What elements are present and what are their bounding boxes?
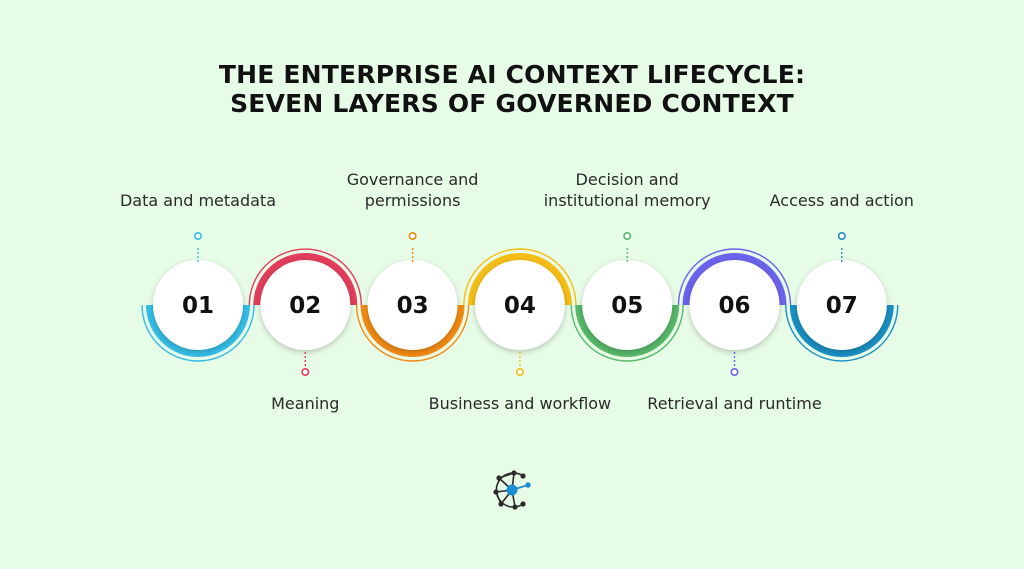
step-arc [467, 253, 572, 306]
step-connector-dot [408, 232, 417, 241]
step-label-04: Business and workflow [400, 393, 640, 414]
step-arc [682, 253, 787, 306]
step-number: 04 [504, 293, 536, 319]
step-label-line: Access and action [769, 191, 914, 210]
step-label-03: Governance and permissions [293, 169, 533, 211]
step-04: 04 [463, 248, 577, 376]
step-07: 07 [785, 232, 899, 362]
network-c-logo-icon [493, 470, 531, 510]
step-03: 03 [355, 232, 470, 362]
step-circle [582, 260, 673, 350]
step-05: 05 [570, 232, 684, 362]
step-circle [689, 260, 780, 350]
step-arc-outline [677, 248, 792, 306]
step-label-01: Data and metadata [78, 190, 318, 211]
step-connector-dot [623, 232, 632, 241]
step-number: 02 [289, 293, 321, 319]
step-01: 01 [141, 232, 255, 362]
step-number: 05 [611, 293, 643, 319]
step-arc-outline [570, 304, 684, 362]
step-circle [153, 260, 243, 350]
step-arc [575, 304, 680, 357]
step-connector-dot [515, 367, 524, 376]
step-label-line: Retrieval and runtime [647, 394, 822, 413]
step-label-06: Retrieval and runtime [615, 393, 855, 414]
step-connector-dot [730, 367, 739, 376]
step-label-line: Business and workflow [428, 394, 612, 413]
step-arc-outline [355, 304, 470, 362]
step-number: 01 [182, 293, 214, 319]
step-arc-outline [463, 248, 577, 306]
step-label-line: institutional memory [543, 191, 711, 210]
step-label-line: Meaning [271, 394, 340, 413]
step-connector-dot [194, 232, 203, 241]
step-arc-outline [141, 304, 255, 362]
step-label-05: Decision and institutional memory [507, 169, 747, 211]
step-06: 06 [677, 248, 792, 376]
step-label-line: Governance and [346, 170, 479, 189]
step-arc-outline [248, 248, 362, 306]
step-circle [260, 260, 351, 350]
step-connector-dot [301, 367, 310, 376]
step-arc [146, 304, 250, 357]
step-label-line: Decision and [575, 170, 679, 189]
step-arc-outline [785, 304, 899, 362]
step-label-line: Data and metadata [119, 191, 277, 210]
step-arc [360, 304, 465, 357]
step-number: 06 [718, 293, 750, 319]
page-title-line-1: THE ENTERPRISE AI CONTEXT LIFECYCLE: [218, 60, 806, 89]
page-title-line-2: SEVEN LAYERS OF GOVERNED CONTEXT [230, 89, 794, 118]
step-arc [253, 253, 358, 306]
step-label-02: Meaning [185, 393, 425, 414]
step-arc [789, 304, 894, 357]
step-number: 03 [397, 293, 429, 319]
step-circle [367, 260, 458, 350]
step-label-line: permissions [364, 191, 461, 210]
step-circle [474, 260, 565, 350]
step-label-07: Access and action [722, 190, 962, 211]
step-connector-dot [837, 232, 846, 241]
step-02: 02 [248, 248, 362, 376]
step-circle [796, 260, 887, 350]
step-number: 07 [826, 293, 858, 319]
